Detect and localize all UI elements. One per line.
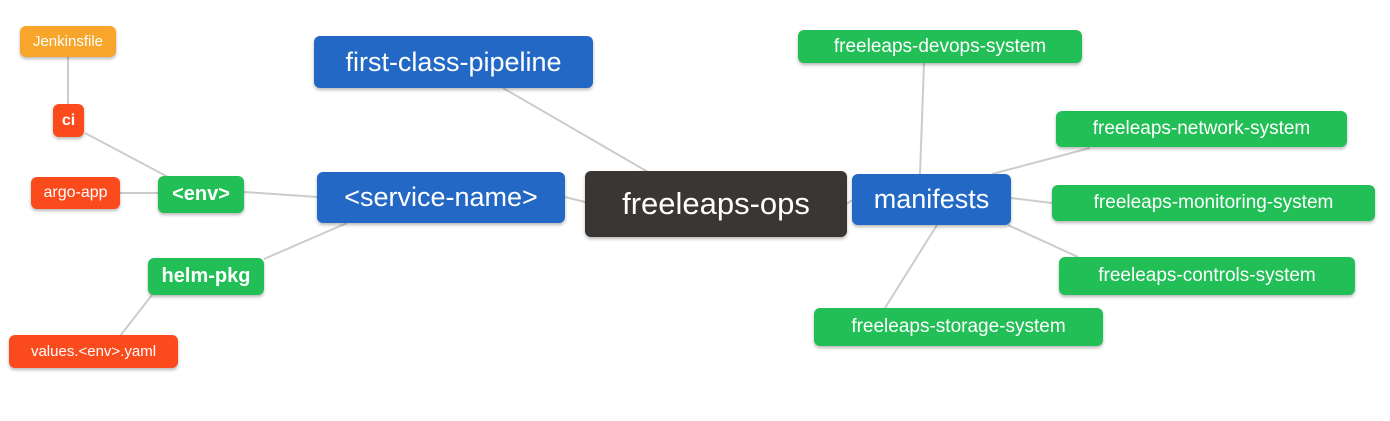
node-argo-app[interactable]: argo-app: [31, 177, 120, 209]
edge-manifests-monitoring: [1010, 197, 1053, 204]
node-ci[interactable]: ci: [53, 104, 84, 137]
node-freeleaps-network-system[interactable]: freeleaps-network-system: [1056, 111, 1347, 147]
node-freeleaps-devops-system[interactable]: freeleaps-devops-system: [798, 30, 1082, 63]
node-service-name[interactable]: <service-name>: [317, 172, 565, 223]
node-helm-pkg[interactable]: helm-pkg: [148, 258, 264, 295]
node-values-env-yaml[interactable]: values.<env>.yaml: [9, 335, 178, 368]
edge-service-name-helm-pkg: [263, 222, 348, 260]
edge-ci-env: [84, 132, 169, 178]
node-freeleaps-monitoring-system[interactable]: freeleaps-monitoring-system: [1052, 185, 1375, 221]
node-freeleaps-ops-root[interactable]: freeleaps-ops: [585, 171, 847, 237]
edge-ops-manifests: [846, 199, 853, 205]
edge-service-name-ops: [564, 196, 586, 203]
edge-manifests-network: [991, 147, 1091, 175]
edge-manifests-devops: [919, 62, 925, 175]
edge-manifests-controls: [1007, 224, 1079, 258]
edge-pipeline-ops: [502, 87, 649, 173]
node-env[interactable]: <env>: [158, 176, 244, 213]
edge-manifests-storage: [884, 224, 938, 309]
node-freeleaps-storage-system[interactable]: freeleaps-storage-system: [814, 308, 1103, 346]
node-freeleaps-controls-system[interactable]: freeleaps-controls-system: [1059, 257, 1355, 295]
edge-values-helm-pkg: [119, 294, 153, 337]
node-first-class-pipeline[interactable]: first-class-pipeline: [314, 36, 593, 88]
node-jenkinsfile[interactable]: Jenkinsfile: [20, 26, 116, 57]
node-manifests[interactable]: manifests: [852, 174, 1011, 225]
edge-env-service-name: [243, 191, 318, 198]
